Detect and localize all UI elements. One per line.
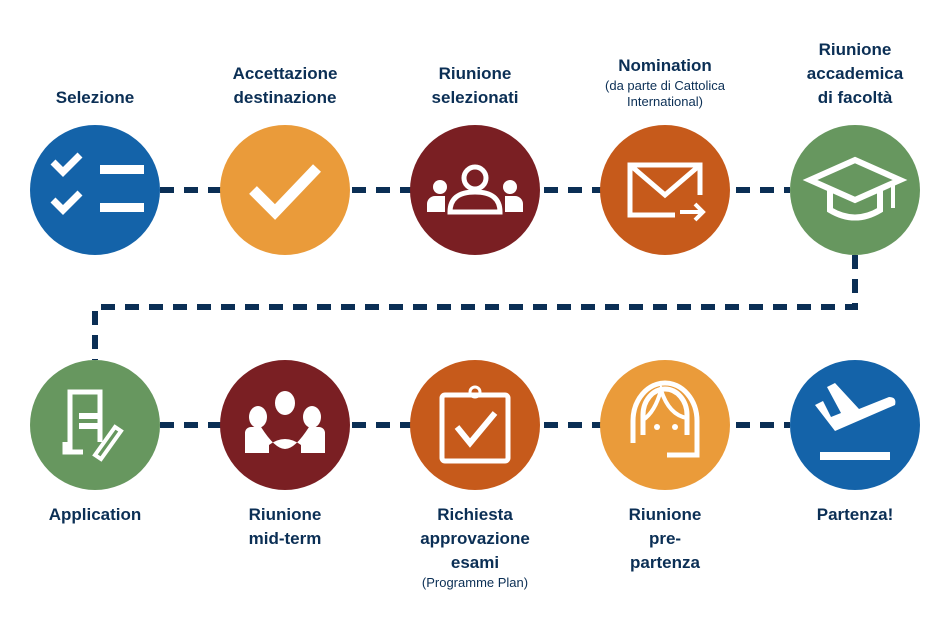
step-title: Riunione accademica di facoltà [806, 40, 904, 107]
step-circle-bg [600, 360, 730, 490]
step-circle-bg [30, 125, 160, 255]
step-circle-bg [600, 125, 730, 255]
step-title: Selezione [55, 88, 135, 107]
step-circle [410, 360, 540, 490]
step-circle-bg [790, 360, 920, 490]
step-circle [600, 360, 730, 490]
step-label-selezione: Selezione [0, 86, 190, 110]
group-icon [427, 164, 523, 215]
step-circle [410, 125, 540, 255]
step-label-partenza: Partenza! [760, 503, 950, 527]
step-title: Nomination [618, 56, 712, 75]
meeting-icon [245, 391, 325, 453]
step-label-nomination: Nomination (da parte di Cattolica Interna… [570, 54, 760, 110]
step-title: Application [48, 505, 142, 524]
mail-send-icon [627, 162, 706, 222]
step-title: Richiesta approvazione esami [420, 505, 530, 572]
step-title: Riunione selezionati [431, 64, 519, 107]
step-circle [790, 125, 920, 255]
step-label-richiesta: Richiesta approvazione esami (Programme P… [380, 503, 570, 591]
checklist-icon [50, 152, 144, 215]
step-circle [220, 125, 350, 255]
step-title: Accettazione destinazione [232, 64, 338, 107]
step-circle-bg [410, 360, 540, 490]
step-circle [220, 360, 350, 490]
plane-departure-icon [815, 383, 896, 460]
step-subtitle: (da parte di Cattolica International) [605, 78, 725, 109]
step-subtitle: (Programme Plan) [421, 575, 529, 590]
form-pen-icon [62, 389, 124, 462]
graduation-cap-icon [802, 156, 908, 221]
step-circle-bg [220, 125, 350, 255]
step-title: Riunione mid-term [248, 505, 322, 548]
step-circle [790, 360, 920, 490]
step-label-mid-term: Riunione mid-term [190, 503, 380, 551]
step-label-application: Application [0, 503, 190, 527]
step-title: Riunione pre-partenza [628, 505, 702, 572]
step-label-pre-partenza: Riunione pre-partenza [570, 503, 760, 575]
step-label-accettazione: Accettazione destinazione [190, 62, 380, 110]
clipboard-check-icon [439, 385, 511, 464]
headset-agent-icon [630, 380, 700, 458]
step-circle [600, 125, 730, 255]
step-circle [30, 125, 160, 255]
step-label-riunione-accademica: Riunione accademica di facoltà [760, 38, 950, 110]
step-circle-bg [220, 360, 350, 490]
step-circle-bg [790, 125, 920, 255]
step-circle [30, 360, 160, 490]
checkmark-icon [249, 164, 321, 220]
step-label-riunione-selezionati: Riunione selezionati [380, 62, 570, 110]
step-title: Partenza! [816, 505, 894, 524]
